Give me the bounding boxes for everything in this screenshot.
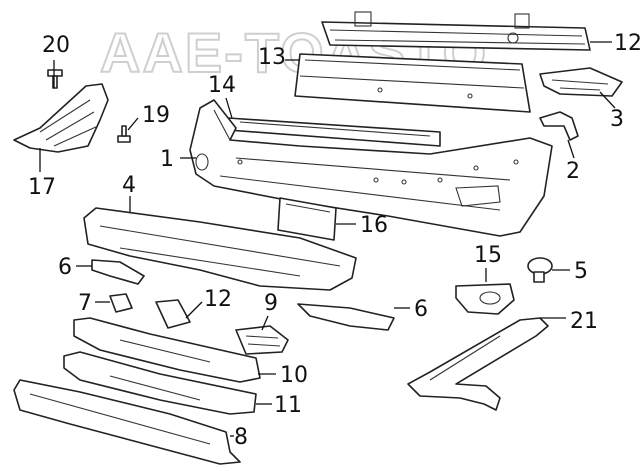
callout-15: 14 xyxy=(208,73,236,98)
leader-lines xyxy=(39,41,616,437)
part-grille-insert xyxy=(235,325,289,355)
callout-20: 20 xyxy=(42,33,70,58)
callout-13: 12 xyxy=(614,31,640,56)
part-skid-plate xyxy=(13,83,109,153)
part-bolt-19 xyxy=(117,125,131,143)
callout-19: 19 xyxy=(142,103,170,128)
callout-14: 13 xyxy=(258,45,286,70)
part-reinforcement-bar xyxy=(321,11,591,51)
callout-17: 16 xyxy=(360,213,388,238)
part-side-bracket xyxy=(539,111,579,141)
part-fog-bezel-right xyxy=(455,283,515,315)
callout-2: 2 xyxy=(566,159,580,184)
callout-12: 12 xyxy=(204,287,232,312)
part-lower-grille xyxy=(73,317,261,383)
callout-6-left: 6 xyxy=(58,255,72,280)
callout-16: 15 xyxy=(474,243,502,268)
callout-11: 11 xyxy=(274,393,302,418)
callout-7: 7 xyxy=(78,291,92,316)
callout-8: 8 xyxy=(234,425,248,450)
callout-5: 5 xyxy=(574,259,588,284)
part-fog-bezel xyxy=(155,299,191,329)
callout-1: 1 xyxy=(160,147,174,172)
part-garnish-right xyxy=(297,303,395,331)
part-bracket-right xyxy=(539,67,623,97)
callout-18: 17 xyxy=(28,175,56,200)
callout-10: 10 xyxy=(280,363,308,388)
callout-labels: 12 13 3 2 1 14 4 20 19 17 16 6 7 12 9 6 … xyxy=(28,31,640,450)
callout-4: 4 xyxy=(122,173,136,198)
callout-6-right: 6 xyxy=(414,297,428,322)
part-bumper-fascia xyxy=(189,99,553,237)
callout-21: 21 xyxy=(570,309,598,334)
part-skid-trim xyxy=(13,379,241,465)
part-insert-7 xyxy=(109,293,133,313)
callout-3: 3 xyxy=(610,107,624,132)
part-bolt-20 xyxy=(47,69,63,89)
part-lower-grille-2 xyxy=(63,351,257,415)
part-tow-hook xyxy=(407,317,549,411)
callout-9: 9 xyxy=(264,291,278,316)
part-energy-absorber xyxy=(294,53,531,113)
part-sensor xyxy=(527,257,553,283)
part-license-bracket xyxy=(277,197,337,241)
part-lower-fascia xyxy=(83,207,357,291)
part-garnish-left xyxy=(91,259,145,285)
